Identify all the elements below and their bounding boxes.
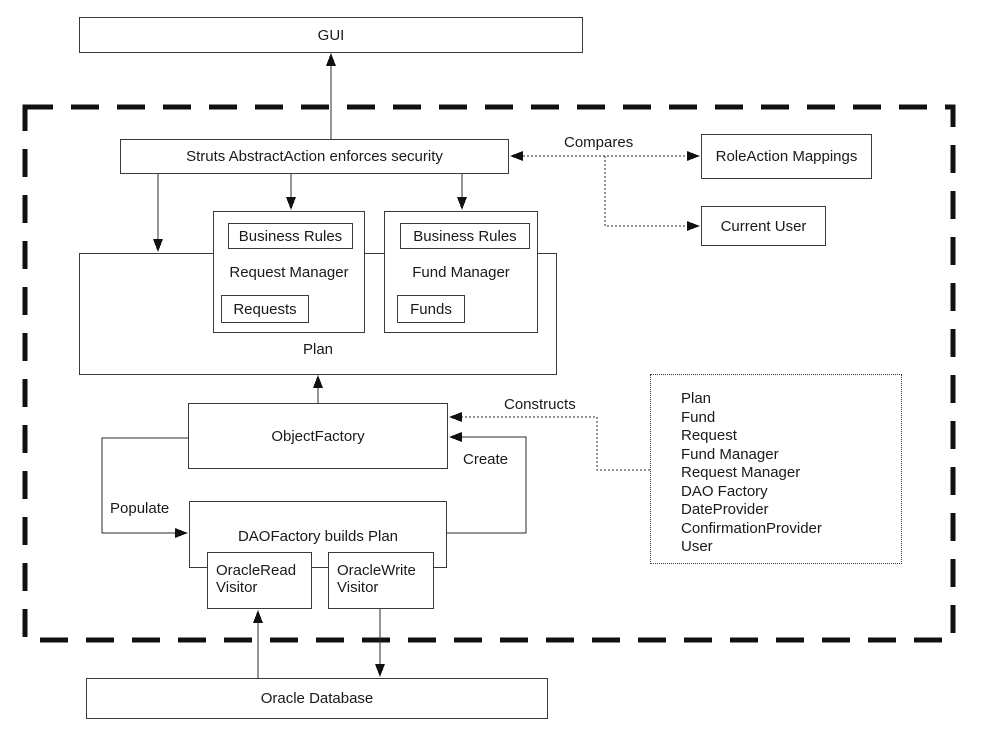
- security-boundary-dashed-border: [22, 104, 956, 643]
- constructs-list-item: Fund: [681, 408, 716, 426]
- line-populate: [101, 437, 188, 534]
- plan-label: Plan: [302, 341, 334, 358]
- constructs-list-item: Request Manager: [681, 464, 801, 481]
- request-manager-label: Request Manager: [229, 264, 349, 281]
- fund-manager-label: Fund Manager: [412, 264, 510, 281]
- daofactory-label: DAOFactory builds Plan: [237, 528, 399, 545]
- constructs-list-item: Fund Manager: [681, 445, 779, 463]
- requests-chip: Requests: [221, 295, 309, 323]
- struts-abstractaction-box: Struts AbstractAction enforces security: [120, 139, 509, 174]
- arrowheads: [153, 53, 700, 677]
- dotted-connectors: [450, 155, 699, 471]
- arrowhead-up-gui: [326, 53, 336, 66]
- funds-label: Funds: [410, 300, 452, 318]
- constructs-list-item: ConfirmationProvider: [681, 519, 822, 537]
- oracle-database-box: Oracle Database: [86, 678, 548, 719]
- oraclewrite-visitor-label: OracleWrite Visitor: [337, 562, 416, 596]
- line-create: [447, 436, 527, 534]
- create-label: Create: [463, 451, 509, 468]
- request-manager-box: Business Rules Request Manager Requests: [213, 211, 365, 333]
- arrowhead-down-plan: [153, 239, 163, 252]
- request-manager-business-rules-chip: Business Rules: [228, 223, 353, 249]
- arrowhead-left-struts-compares: [510, 151, 523, 161]
- requests-label: Requests: [233, 300, 297, 318]
- fund-manager-business-rules-label: Business Rules: [413, 227, 517, 245]
- arrowhead-right-daofactory: [175, 528, 188, 538]
- objectfactory-box: ObjectFactory: [188, 403, 448, 469]
- arrowhead-up-plan-bottom: [313, 375, 323, 388]
- constructs-list-item: DAO Factory: [681, 482, 768, 500]
- line-compares-currentuser: [604, 156, 699, 227]
- current-user-label: Current User: [720, 217, 807, 235]
- constructs-list-box: Plan Fund Request Fund Manager Request M…: [650, 374, 902, 564]
- fund-manager-business-rules-chip: Business Rules: [400, 223, 530, 249]
- compares-label: Compares: [564, 134, 634, 151]
- funds-chip: Funds: [397, 295, 465, 323]
- arrowhead-down-database: [375, 664, 385, 677]
- constructs-list-item: User: [681, 538, 713, 555]
- oracleread-visitor-label: OracleRead Visitor: [216, 562, 297, 596]
- arrowhead-right-roleaction: [687, 151, 700, 161]
- arrowhead-right-currentuser: [687, 221, 700, 231]
- roleaction-mappings-box: RoleAction Mappings: [701, 134, 872, 179]
- oracleread-visitor-box: OracleRead Visitor: [207, 552, 312, 609]
- fund-manager-box: Business Rules Fund Manager Funds: [384, 211, 538, 333]
- gui-label: GUI: [317, 26, 345, 44]
- constructs-label: Constructs: [504, 396, 576, 413]
- arrowhead-down-request-manager: [286, 197, 296, 210]
- arrowhead-down-fund-manager: [457, 197, 467, 210]
- oraclewrite-visitor-box: OracleWrite Visitor: [328, 552, 434, 609]
- arrowhead-up-oracleread: [253, 610, 263, 623]
- objectfactory-label: ObjectFactory: [271, 427, 365, 445]
- constructs-list-item: Request: [681, 427, 737, 444]
- constructs-list-item: DateProvider: [681, 501, 769, 518]
- constructs-list: Plan Fund Request Fund Manager Request M…: [651, 375, 901, 557]
- gui-box: GUI: [79, 17, 583, 53]
- roleaction-mappings-label: RoleAction Mappings: [715, 148, 858, 165]
- populate-label: Populate: [110, 500, 170, 517]
- request-manager-business-rules-label: Business Rules: [238, 227, 343, 245]
- arrowhead-left-objectfactory-constructs: [449, 412, 462, 422]
- constructs-list-item: Plan: [681, 390, 712, 407]
- current-user-box: Current User: [701, 206, 826, 246]
- struts-abstractaction-label: Struts AbstractAction enforces security: [186, 148, 443, 165]
- arrowhead-left-objectfactory-create: [449, 432, 462, 442]
- oracle-database-label: Oracle Database: [260, 690, 374, 707]
